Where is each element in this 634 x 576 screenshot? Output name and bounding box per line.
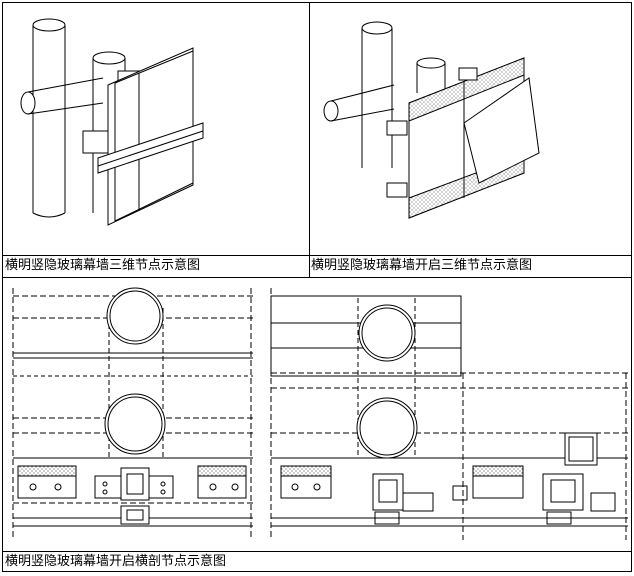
- isometric-opening-drawing: [323, 21, 540, 219]
- right-section: [270, 288, 628, 540]
- divider-top-vertical: [309, 3, 310, 277]
- cross-section-drawing: [12, 287, 628, 540]
- caption-3d-node: 横明竖隐玻璃幕墙三维节点示意图: [5, 258, 201, 273]
- isometric-node-drawing: [20, 18, 204, 226]
- left-section: [12, 287, 253, 540]
- divider-bottom-caption: [3, 551, 631, 552]
- divider-top-caption-top: [3, 255, 631, 256]
- caption-section-node: 横明竖隐玻璃幕墙开启横剖节点示意图: [5, 554, 227, 569]
- caption-3d-opening-node: 横明竖隐玻璃幕墙开启三维节点示意图: [311, 258, 533, 273]
- divider-top-caption-bottom: [3, 277, 631, 278]
